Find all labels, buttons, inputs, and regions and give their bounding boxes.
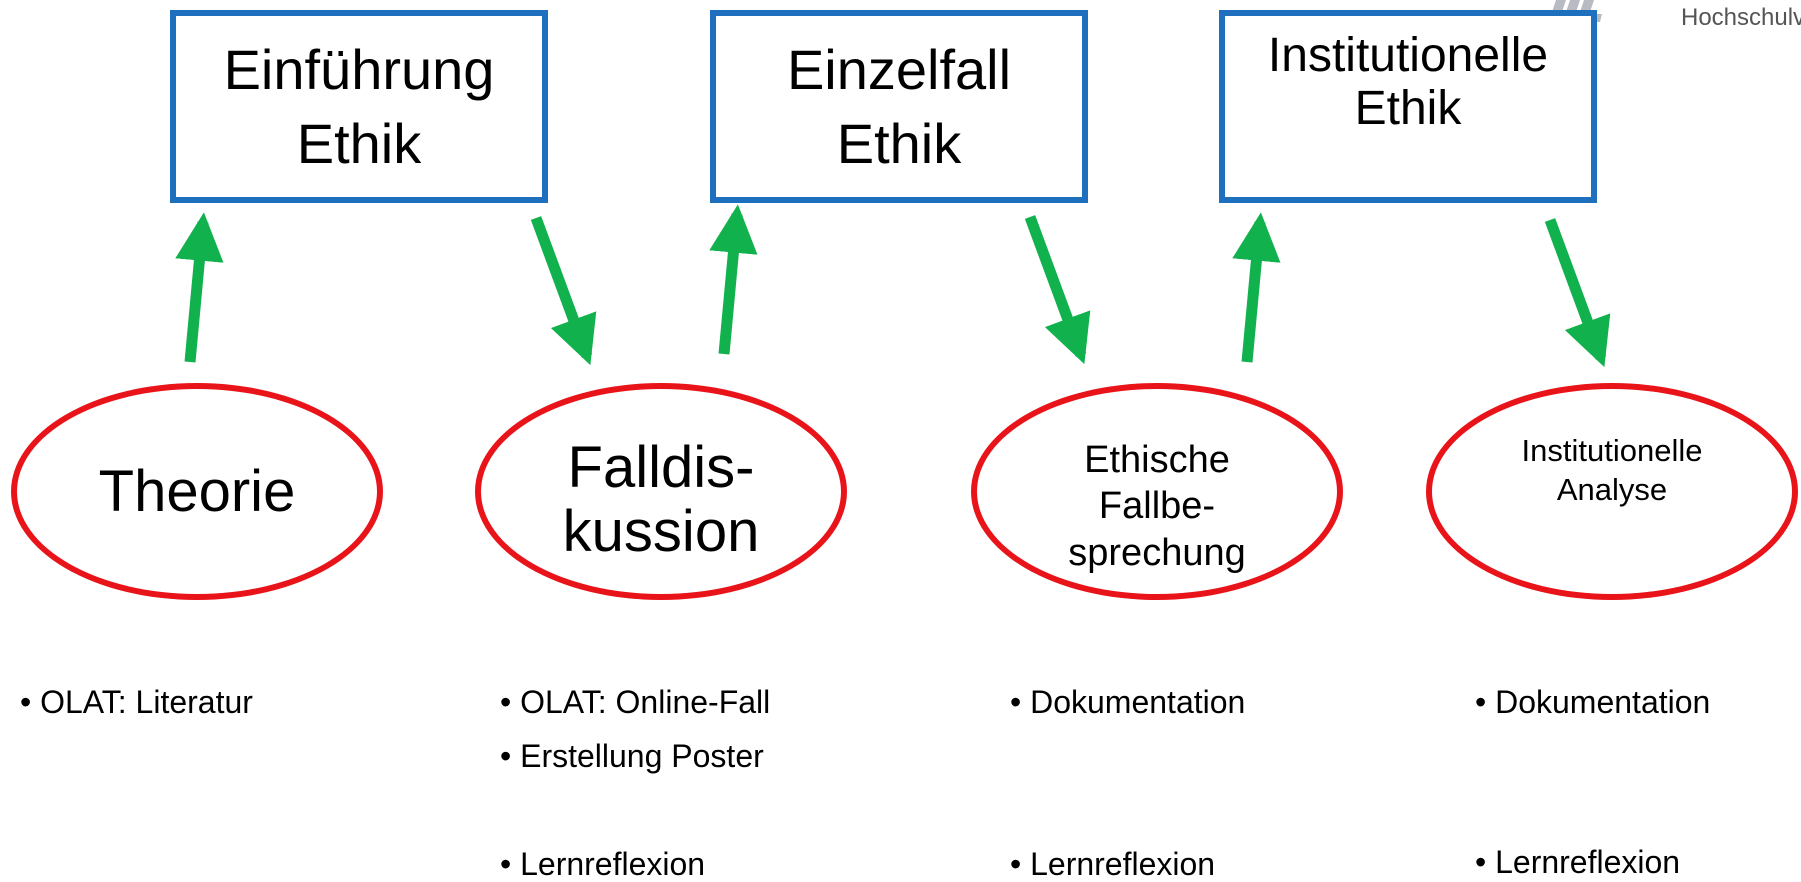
logo-text: Hochschulver xyxy=(1681,4,1801,31)
arrow-down-1 xyxy=(530,216,597,366)
list-item: • OLAT: Literatur xyxy=(20,684,253,720)
list-item: • Lernreflexion xyxy=(1010,846,1216,882)
ellipse-ethische-fallbesprechung: Ethische Fallbe- sprechung xyxy=(971,383,1343,600)
arrow-up-1 xyxy=(175,212,224,363)
arrow-up-3 xyxy=(1232,212,1281,363)
box-einzelfall-ethik: Einzelfall Ethik xyxy=(710,10,1088,203)
ellipse-institutionelle-analyse: Institutionelle Analyse xyxy=(1426,383,1798,600)
list-item: • Dokumentation xyxy=(1010,684,1246,720)
list-item: • Lernreflexion xyxy=(1475,844,1681,880)
arrow-down-3 xyxy=(1544,218,1611,368)
list-item: • OLAT: Online-Fall xyxy=(500,684,771,720)
list-item: • Erstellung Poster xyxy=(500,738,764,774)
ellipse-theorie: Theorie xyxy=(11,383,383,600)
arrow-up-2 xyxy=(709,204,758,355)
box-einfuehrung-ethik: Einführung Ethik xyxy=(170,10,548,203)
box-institutionelle-ethik: Institutionelle Ethik xyxy=(1219,10,1597,203)
list-item: • Lernreflexion xyxy=(500,846,706,882)
arrow-down-2 xyxy=(1024,215,1091,365)
ellipse-falldiskussion: Falldis- kussion xyxy=(475,383,847,600)
list-item: • Dokumentation xyxy=(1475,684,1711,720)
